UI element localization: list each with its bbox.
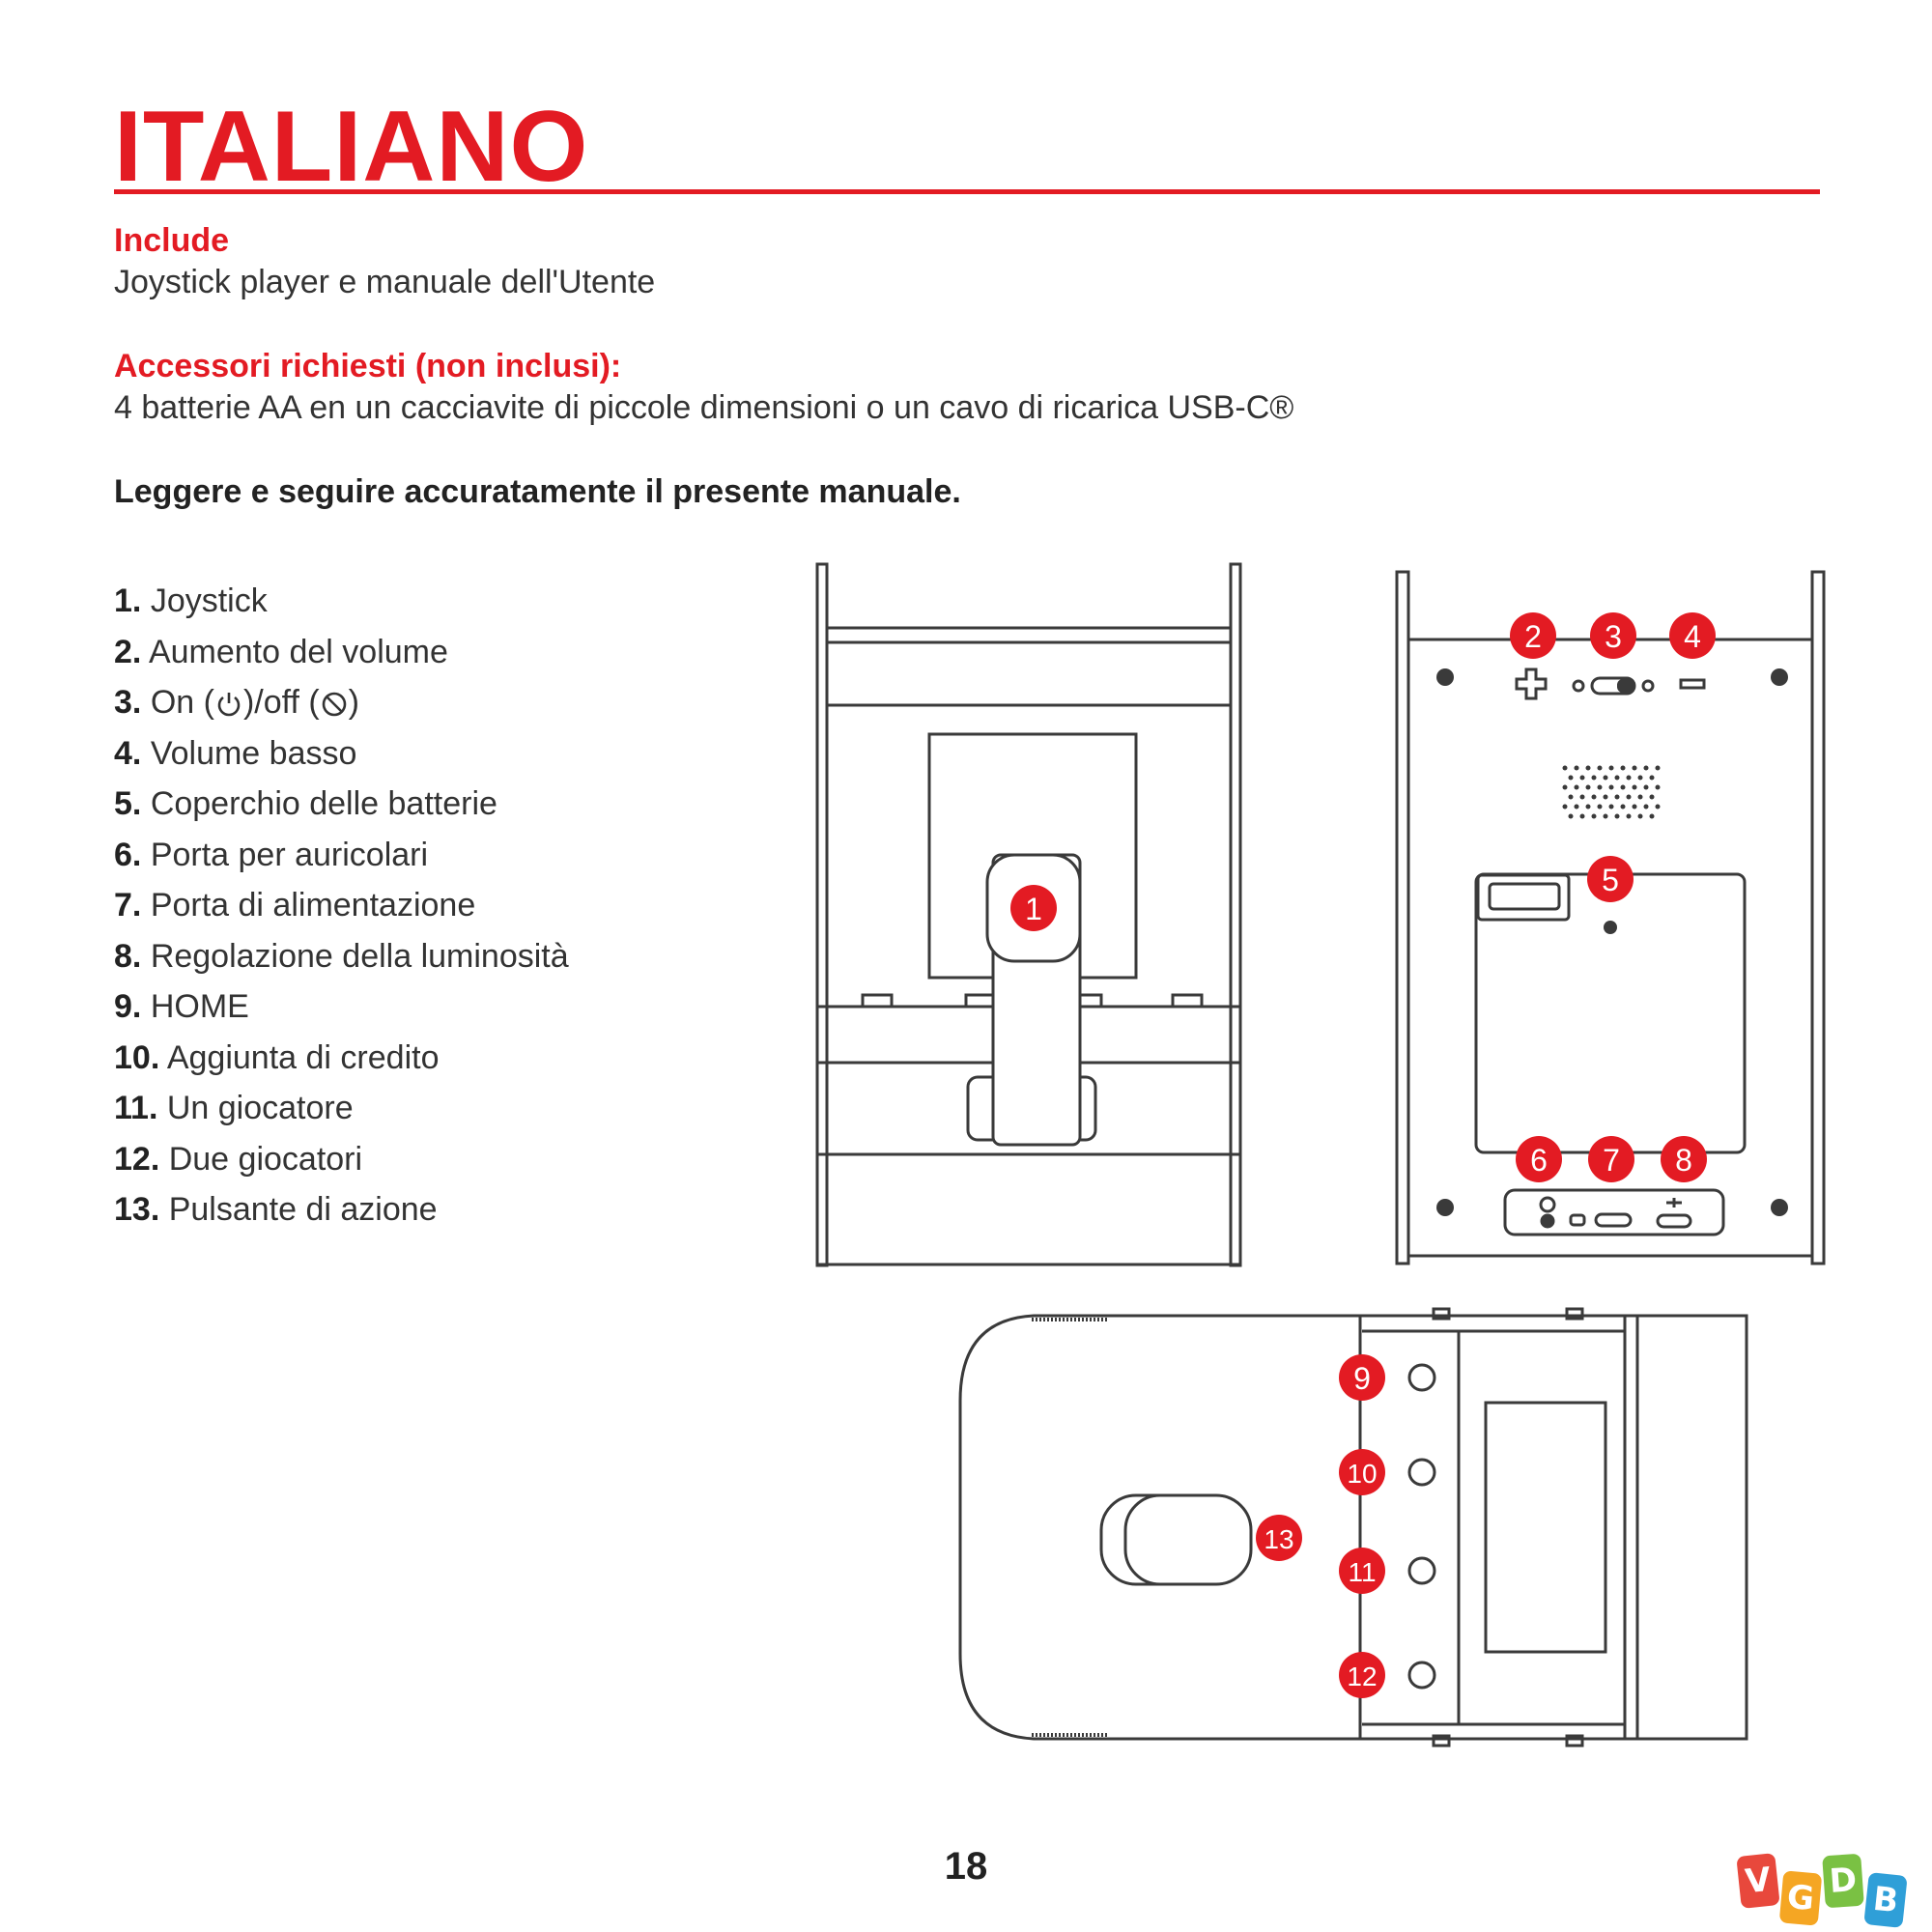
watermark-letter: G (1778, 1870, 1823, 1926)
callout-1: 1 (1010, 885, 1057, 931)
parts-list-item: 9. HOME (114, 988, 249, 1025)
svg-text:13: 13 (1264, 1524, 1293, 1554)
include-text: Joystick player e manuale dell'Utente (114, 264, 656, 300)
usb-c-icon (1569, 1212, 1633, 1228)
svg-text:9: 9 (1353, 1361, 1371, 1396)
svg-text:10: 10 (1347, 1459, 1377, 1489)
brightness-icon (1656, 1198, 1692, 1229)
off-icon (322, 692, 346, 717)
parts-list-item: 11. Un giocatore (114, 1090, 354, 1126)
speaker-grille (1562, 765, 1661, 819)
watermark-letter: D (1822, 1853, 1864, 1909)
read-manual-instruction: Leggere e seguire accuratamente il prese… (114, 473, 961, 510)
svg-text:1: 1 (1025, 892, 1042, 926)
watermark-letter: V (1736, 1853, 1780, 1909)
callout-10: 10 (1339, 1449, 1385, 1495)
svg-text:6: 6 (1530, 1143, 1548, 1178)
svg-text:7: 7 (1603, 1143, 1620, 1178)
callout-8: 8 (1661, 1136, 1707, 1182)
parts-list-item: 13. Pulsante di azione (114, 1191, 438, 1228)
callout-9: 9 (1339, 1354, 1385, 1401)
parts-list-item: 12. Due giocatori (114, 1140, 363, 1178)
callout-4: 4 (1669, 612, 1716, 659)
watermark-letter: B (1863, 1872, 1908, 1928)
parts-list-item: 2. Aumento del volume (114, 633, 448, 670)
parts-list-item: 4. Volume basso (114, 734, 357, 772)
svg-text:3: 3 (1605, 619, 1622, 654)
volume-up-icon (1515, 668, 1548, 700)
parts-list-item: 3. On ()/off () (114, 684, 359, 721)
include-heading: Include (114, 222, 230, 259)
callout-3: 3 (1590, 612, 1636, 659)
parts-list-item: 6. Porta per auricolari (114, 836, 429, 873)
title-divider (114, 189, 1820, 194)
parts-list-item: 10. Aggiunta di credito (114, 1038, 440, 1076)
callout-6: 6 (1516, 1136, 1562, 1182)
accessories-heading: Accessori richiesti (non inclusi): (114, 348, 622, 384)
callout-2: 2 (1510, 612, 1556, 659)
parts-list-item: 8. Regolazione della luminosità (114, 937, 569, 975)
headphone-icon (1539, 1196, 1556, 1229)
accessories-text: 4 batterie AA en un cacciavite di piccol… (114, 389, 1294, 426)
power-icon (217, 693, 241, 717)
top-view-diagram (958, 1307, 1748, 1747)
svg-text:2: 2 (1524, 619, 1542, 654)
front-view-diagram (815, 562, 1242, 1267)
callout-13: 13 (1256, 1515, 1302, 1561)
parts-list-item: 1. Joystick (114, 582, 268, 619)
power-switch-icon (1572, 676, 1655, 696)
vent-slots (1032, 1318, 1107, 1737)
svg-text:8: 8 (1675, 1143, 1692, 1178)
callout-11: 11 (1339, 1548, 1385, 1594)
watermark-logo: V G D B (1736, 1853, 1932, 1932)
parts-list: 1. Joystick 2. Aumento del volume 3. On … (114, 576, 569, 1236)
volume-down-icon (1679, 678, 1706, 690)
svg-text:12: 12 (1347, 1662, 1377, 1691)
svg-text:5: 5 (1602, 863, 1619, 897)
callout-12: 12 (1339, 1652, 1385, 1698)
page-number: 18 (944, 1845, 988, 1888)
callout-7: 7 (1588, 1136, 1634, 1182)
parts-list-item: 7. Porta di alimentazione (114, 887, 476, 923)
page-title: ITALIANO (114, 91, 589, 203)
callout-5: 5 (1587, 856, 1634, 902)
svg-text:4: 4 (1684, 619, 1701, 654)
svg-text:11: 11 (1348, 1557, 1376, 1587)
parts-list-item: 5. Coperchio delle batterie (114, 785, 497, 822)
